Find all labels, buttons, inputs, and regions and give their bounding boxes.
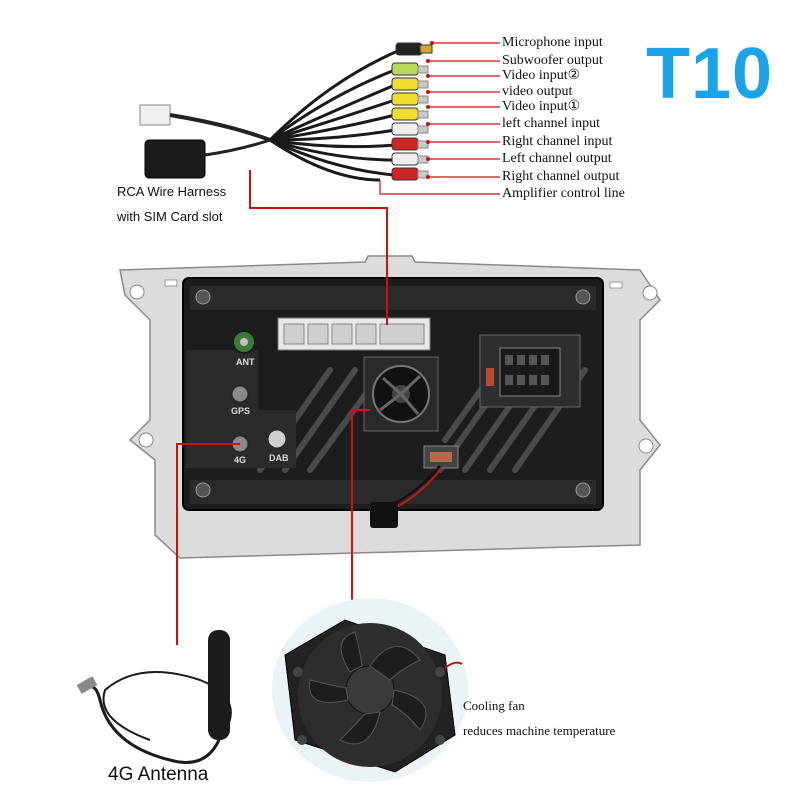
fan-power-wire bbox=[370, 465, 443, 528]
antenna-caption: 4G Antenna bbox=[108, 764, 209, 785]
label-video-input-1: Video input① bbox=[502, 99, 581, 114]
label-microphone-input: Microphone input bbox=[502, 35, 603, 50]
label-subwoofer-output: Subwoofer output bbox=[502, 53, 603, 68]
rca-harness bbox=[139, 42, 433, 182]
label-right-channel-output: Right channel output bbox=[502, 169, 620, 184]
model-name: T10 bbox=[646, 34, 774, 114]
label-amplifier-control-line: Amplifier control line bbox=[502, 186, 625, 201]
port-label-4g: 4G bbox=[234, 455, 247, 465]
cooling-fan bbox=[272, 598, 468, 782]
fan-caption-line1: Cooling fan bbox=[463, 698, 525, 713]
harness-label-leaders bbox=[379, 42, 500, 195]
port-label-ant: ANT bbox=[236, 357, 255, 367]
label-left-channel-input: left channel input bbox=[502, 116, 600, 131]
harness-caption-line1: RCA Wire Harness bbox=[117, 184, 227, 199]
harness-caption-line2: with SIM Card slot bbox=[117, 209, 223, 224]
antenna-leader bbox=[176, 443, 240, 645]
label-video-output: video output bbox=[502, 84, 573, 99]
fan-caption-line2: reduces machine temperature bbox=[463, 723, 616, 738]
label-video-input-2: Video input② bbox=[502, 68, 581, 83]
label-right-channel-input: Right channel input bbox=[502, 134, 613, 149]
label-left-channel-output: Left channel output bbox=[502, 151, 612, 166]
antenna-4g bbox=[76, 630, 232, 764]
chassis bbox=[182, 277, 604, 511]
port-label-gps: GPS bbox=[231, 406, 251, 416]
harness-connector-leader bbox=[249, 170, 388, 325]
port-label-dab: DAB bbox=[269, 453, 289, 463]
